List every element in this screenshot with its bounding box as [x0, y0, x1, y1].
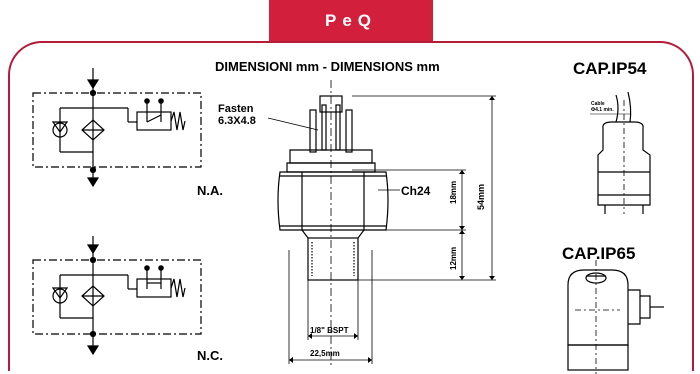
schematic-nc-symbol [32, 236, 202, 356]
brand-tab: PeQ [269, 0, 433, 42]
fasten-label: Fasten 6.3X4.8 [218, 103, 256, 127]
dimensions-title: DIMENSIONI mm - DIMENSIONS mm [215, 59, 440, 74]
dimension-54mm: 54mm [476, 183, 486, 210]
cap-ip54-title: CAP.IP54 [573, 59, 647, 78]
schematic-na-symbol [32, 68, 202, 188]
pressure-switch-drawing [277, 80, 389, 368]
cap-ip65-title: CAP.IP65 [562, 244, 636, 263]
hex-size-label: Ch24 [401, 184, 431, 198]
thread-size-label: 1/8" BSPT [310, 326, 349, 335]
brand-tab-title: PeQ [324, 11, 378, 30]
dimension-lines [267, 95, 496, 364]
content-frame [8, 41, 694, 371]
dimension-18mm: 18mm [449, 180, 458, 204]
cap-ip54-drawing [590, 91, 651, 214]
normally-open-label: N.A. [197, 183, 223, 198]
cap-ip65-drawing [567, 260, 664, 374]
dimension-12mm: 12mm [449, 246, 458, 270]
normally-closed-label: N.C. [197, 348, 223, 363]
width-dimension-label: 22,5mm [310, 349, 340, 358]
cable-diameter-label: Cable Φ4.1 min. [591, 101, 614, 113]
